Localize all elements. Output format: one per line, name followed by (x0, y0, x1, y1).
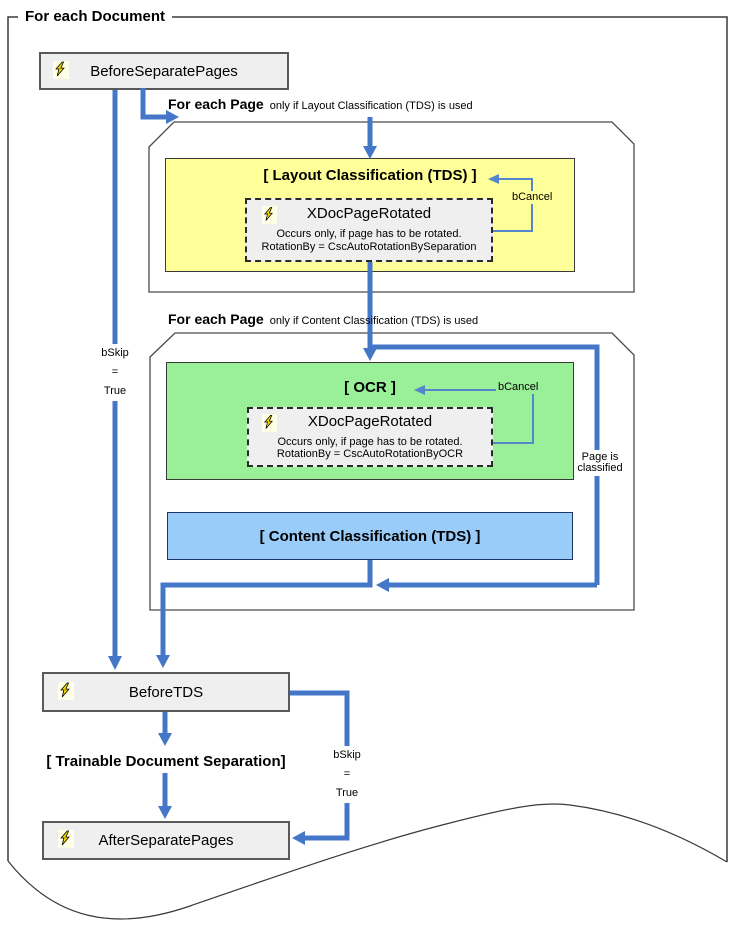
page-classified-label: Page is classified (574, 450, 626, 476)
bskip-right-label: bSkip = True (326, 746, 368, 803)
xdocpagerotated2-note1: Occurs only, if page has to be rotated. (277, 436, 463, 448)
xdocpagerotated1-note1: Occurs only, if page has to be rotated. (276, 228, 462, 240)
layout-classification-title: [ Layout Classification (TDS) ] (263, 166, 477, 184)
after-separate-pages-box (42, 821, 290, 860)
loop2-title: For each Page (168, 311, 264, 327)
before-tds-label: BeforeTDS (128, 683, 204, 701)
before-tds-box (42, 672, 290, 712)
xdocpagerotated1-note2: RotationBy = CscAutoRotationBySeparation (261, 241, 477, 253)
trainable-document-separation-title: [ Trainable Document Separation] (46, 752, 286, 770)
xdocpagerotated1-name: XDocPageRotated (306, 204, 432, 222)
bcancel2-label: bCancel (496, 381, 541, 394)
arrowhead-right (166, 110, 179, 124)
before-separate-pages-label: BeforeSeparatePages (90, 62, 238, 80)
loop1-condition: only if Layout Classification (TDS) is u… (269, 100, 473, 112)
loop1-title: For each Page (168, 96, 264, 112)
bcancel1-label: bCancel (510, 191, 555, 204)
loop2-condition: only if Content Classification (TDS) is … (269, 315, 479, 327)
xdocpagerotated2-note2: RotationBy = CscAutoRotationByOCR (276, 448, 464, 460)
content-out-line (160, 560, 373, 660)
arrowhead-down (158, 806, 172, 819)
loop2-header: For each Page only if Content Classifica… (168, 311, 478, 327)
arrowhead-left (376, 578, 389, 592)
xdocpagerotated2-name: XDocPageRotated (307, 412, 433, 430)
bskip-left-label: bSkip = True (95, 344, 135, 401)
ocr-title: [ OCR ] (344, 378, 396, 396)
arrowhead-down (108, 656, 122, 670)
enter-loop1-line (140, 88, 166, 120)
content-classification-title: [ Content Classification (TDS) ] (259, 527, 481, 545)
arrowhead-down (158, 733, 172, 746)
loop1-header: For each Page only if Layout Classificat… (168, 96, 473, 112)
arrowhead-down (156, 655, 170, 668)
xdocpagerotated-box-1 (245, 198, 493, 262)
arrowhead-left (292, 831, 305, 845)
after-separate-pages-label: AfterSeparatePages (98, 832, 234, 849)
arrowhead-down (363, 348, 377, 361)
document-frame-title: For each Document (18, 8, 173, 25)
